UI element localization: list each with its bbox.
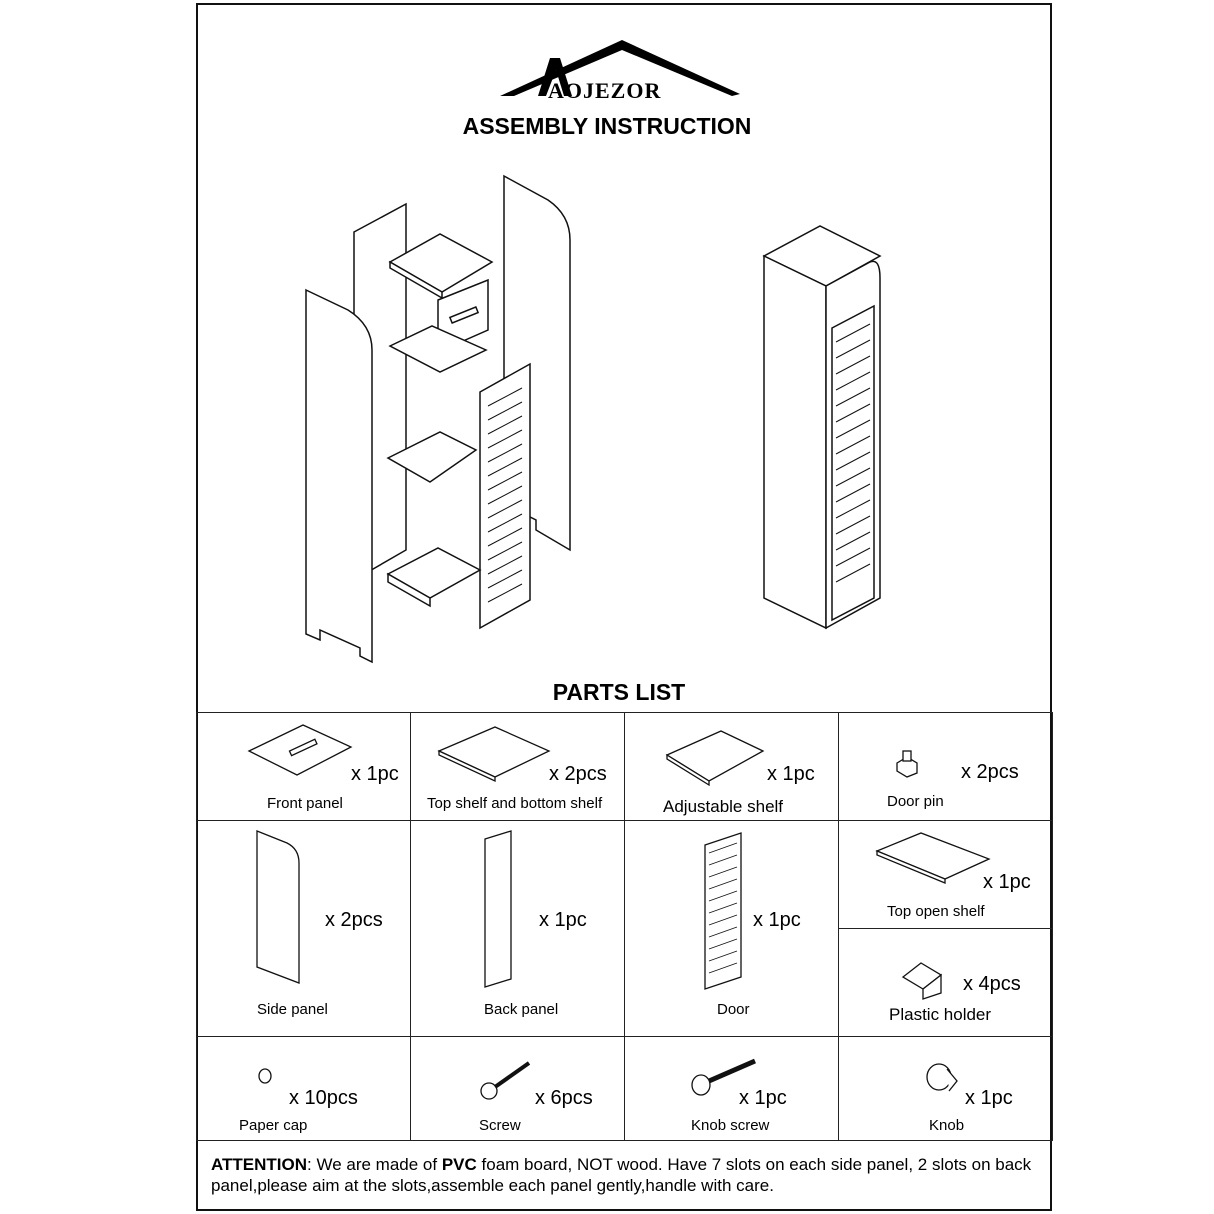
knob-label: Knob bbox=[929, 1117, 965, 1134]
top-bottom-shelf-qty: x 2pcs bbox=[549, 763, 607, 785]
parts-list-title: PARTS LIST bbox=[552, 679, 686, 705]
back-panel-label: Back panel bbox=[484, 1001, 559, 1018]
attention-material: PVC bbox=[441, 1155, 477, 1174]
door-pin-icon bbox=[896, 750, 918, 778]
screw-qty: x 6pcs bbox=[535, 1087, 593, 1109]
back-panel-qty: x 1pc bbox=[539, 909, 587, 931]
door-icon bbox=[704, 832, 742, 990]
exploded-view-diagram bbox=[305, 174, 571, 664]
paper-cap-label: Paper cap bbox=[239, 1117, 308, 1134]
adjustable-shelf-qty: x 1pc bbox=[767, 763, 815, 785]
paper-cap-icon bbox=[258, 1068, 272, 1084]
adjustable-shelf-label: Adjustable shelf bbox=[663, 797, 784, 816]
knob-icon bbox=[926, 1063, 958, 1092]
attention-label: ATTENTION bbox=[211, 1155, 308, 1174]
plastic-holder-label: Plastic holder bbox=[889, 1005, 992, 1024]
screw-label: Screw bbox=[479, 1117, 521, 1134]
attention-note: ATTENTION: We are made of PVC foam board… bbox=[211, 1154, 1041, 1196]
back-panel-icon bbox=[484, 830, 512, 988]
side-panel-label: Side panel bbox=[257, 1001, 328, 1018]
door-qty: x 1pc bbox=[753, 909, 801, 931]
top-open-shelf-qty: x 1pc bbox=[983, 871, 1031, 893]
adjustable-shelf-icon bbox=[665, 730, 765, 787]
knob-screw-label: Knob screw bbox=[691, 1117, 770, 1134]
parts-list-table: x 1pc Front panel x 2pcs Top shelf and b… bbox=[196, 712, 1053, 1141]
paper-cap-qty: x 10pcs bbox=[289, 1087, 358, 1109]
brand-logo-icon bbox=[500, 40, 740, 96]
attention-text-1: : We are made of bbox=[307, 1155, 442, 1174]
knob-screw-icon bbox=[691, 1058, 756, 1096]
side-panel-qty: x 2pcs bbox=[325, 909, 383, 931]
top-bottom-shelf-icon bbox=[437, 726, 551, 783]
brand-name: AOJEZOR bbox=[548, 78, 662, 103]
screw-icon bbox=[480, 1061, 531, 1100]
top-open-shelf-icon bbox=[875, 832, 991, 884]
plastic-holder-icon bbox=[901, 962, 943, 1000]
door-pin-qty: x 2pcs bbox=[961, 761, 1019, 783]
side-panel-icon bbox=[256, 830, 300, 984]
assembled-cabinet-diagram bbox=[762, 225, 882, 630]
door-pin-label: Door pin bbox=[887, 793, 944, 810]
knob-qty: x 1pc bbox=[965, 1087, 1013, 1109]
plastic-holder-qty: x 4pcs bbox=[963, 973, 1021, 995]
attention-text-2: foam board, NOT wood. Have 7 slots on ea… bbox=[211, 1155, 1032, 1195]
page-title: ASSEMBLY INSTRUCTION bbox=[462, 113, 752, 139]
top-bottom-shelf-label: Top shelf and bottom shelf bbox=[427, 795, 603, 812]
front-panel-label: Front panel bbox=[267, 795, 343, 812]
knob-screw-qty: x 1pc bbox=[739, 1087, 787, 1109]
top-open-shelf-label: Top open shelf bbox=[887, 903, 985, 920]
front-panel-qty: x 1pc bbox=[351, 763, 399, 785]
door-label: Door bbox=[717, 1001, 750, 1018]
instruction-sheet bbox=[196, 3, 1052, 1211]
front-panel-icon bbox=[247, 724, 353, 776]
